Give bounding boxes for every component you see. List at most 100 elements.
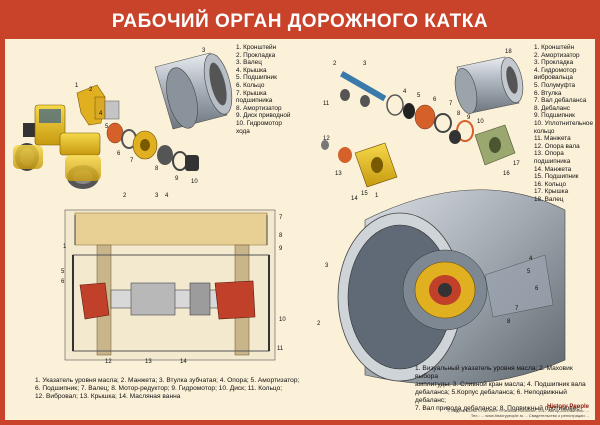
legend-right-item: 9. Подшипник [534, 112, 575, 120]
legend-left-item: 4. Крышка [236, 66, 267, 74]
legend-right-item: кольцо [534, 127, 555, 135]
svg-text:4: 4 [529, 256, 533, 262]
poster: РАБОЧИЙ ОРГАН ДОРОЖНОГО КАТКА [5, 5, 595, 420]
svg-text:6: 6 [535, 286, 539, 292]
caption-left-line: 12. Вибровал; 13. Крышка; 14. Масляная в… [35, 393, 181, 400]
legend-right-item: 5. Полумуфта [534, 81, 576, 89]
legend-left-item: 3. Валец [236, 59, 262, 67]
legend-right-item: 17. Крышка [534, 188, 569, 196]
legend-right-item: 11. Манжета [534, 135, 571, 143]
svg-text:15: 15 [361, 191, 368, 197]
svg-text:8: 8 [155, 166, 159, 172]
legend-left: 1. Кронштейн 2. Прокладка 3. Валец 4. Кр… [236, 44, 290, 135]
legend-right-item: 2. Амортизатор [534, 51, 580, 59]
svg-text:3: 3 [325, 263, 329, 269]
svg-text:2: 2 [317, 321, 321, 327]
svg-text:12: 12 [105, 359, 112, 365]
legend-left-item: 8. Амортизатор [236, 104, 282, 112]
svg-text:16: 16 [503, 171, 510, 177]
caption-left-line: 6. Подшипник; 7. Валец; 8. Мотор-редукто… [35, 385, 283, 392]
svg-text:11: 11 [323, 101, 330, 107]
legend-right-item: 6. Втулка [534, 89, 562, 97]
legend-right-item: 3. Прокладка [534, 59, 574, 67]
legend-right-item: вибровальца [534, 74, 573, 82]
svg-text:5: 5 [61, 269, 65, 275]
svg-text:9: 9 [279, 246, 283, 252]
legend-left-item: хода [236, 127, 250, 135]
callout-labels: 3 1 2 4 5 6 7 8 9 10 18 2 3 4 5 6 7 8 9 … [61, 48, 539, 365]
svg-text:8: 8 [507, 319, 511, 325]
svg-text:12: 12 [323, 136, 330, 142]
cross-section-diagram [64, 209, 276, 361]
legend-right-item: 13. Опора [534, 150, 564, 158]
title-bar: РАБОЧИЙ ОРГАН ДОРОЖНОГО КАТКА [5, 5, 595, 39]
legend-left-item: 9. Диск приводной [236, 112, 291, 120]
svg-text:3: 3 [155, 193, 159, 199]
publisher-brand: History People [546, 403, 589, 410]
svg-text:7: 7 [449, 101, 453, 107]
svg-text:5: 5 [105, 124, 109, 130]
svg-text:6: 6 [61, 279, 65, 285]
legend-left-item: 7. Крышка [236, 89, 267, 97]
caption-right-line: 1. Визуальный указатель уровня масла; 2.… [415, 365, 573, 380]
legend-right-item: 8. Дебаланс [534, 104, 570, 112]
svg-text:7: 7 [130, 158, 134, 164]
svg-text:8: 8 [279, 233, 283, 239]
svg-text:7: 7 [515, 306, 519, 312]
legend-right-item: подшипника [534, 157, 571, 165]
svg-text:1: 1 [63, 244, 67, 250]
svg-text:2: 2 [123, 193, 127, 199]
svg-text:18: 18 [505, 49, 512, 55]
svg-text:5: 5 [527, 269, 531, 275]
caption-left-line: 1. Указатель уровня масла; 2. Манжета; 3… [35, 377, 300, 384]
svg-text:10: 10 [191, 179, 198, 185]
svg-text:13: 13 [145, 359, 152, 365]
svg-text:3: 3 [202, 48, 206, 54]
svg-text:1: 1 [75, 83, 79, 89]
svg-text:14: 14 [351, 196, 358, 202]
svg-text:11: 11 [277, 346, 284, 352]
legend-right-item: 12. Опора вала [534, 142, 580, 150]
legend-right: 1. Кронштейн 2. Амортизатор 3. Прокладка… [534, 44, 593, 203]
caption-right: 1. Визуальный указатель уровня масла; 2.… [415, 365, 595, 413]
legend-left-item: 10. Гидромотор [236, 119, 282, 127]
svg-text:8: 8 [457, 111, 461, 117]
legend-right-item: 4. Гидромотор [534, 66, 577, 74]
credit-line: © Издательство «Учитель» «Учебные пособи… [447, 408, 589, 413]
diagram-canvas: 3 1 2 4 5 6 7 8 9 10 18 2 3 4 5 6 7 8 9 … [13, 48, 566, 385]
svg-text:4: 4 [403, 89, 407, 95]
svg-text:14: 14 [180, 359, 187, 365]
svg-text:10: 10 [279, 317, 286, 323]
legend-left-item: 5. Подшипник [236, 74, 277, 82]
legend-right-item: 1. Кронштейн [534, 44, 575, 51]
credit-line: Тел.: ... www.historypeople.ru ... Свиде… [470, 412, 589, 418]
publisher-credit: History People © Издательство «Учитель» … [447, 403, 589, 419]
legend-right-item: 18. Валец [534, 195, 564, 203]
svg-text:9: 9 [175, 176, 179, 182]
legend-right-item: 10. Уплотнительное [534, 119, 594, 127]
svg-text:4: 4 [99, 111, 103, 117]
legend-left-item: 2. Прокладка [236, 51, 276, 59]
caption-right-line: дебаланса; 5.Корпус дебаланса; 6. Неподв… [415, 389, 567, 404]
svg-text:7: 7 [279, 215, 283, 221]
caption-left: 1. Указатель уровня масла; 2. Манжета; 3… [35, 377, 299, 401]
caption-right-line: амплитуды; 3. Сливной кран масла; 4. Под… [415, 381, 586, 388]
caption-right-line: 7. Вал привода дебаланса; 8. Подвижный п… [415, 405, 580, 412]
svg-text:17: 17 [513, 161, 520, 167]
page-title: РАБОЧИЙ ОРГАН ДОРОЖНОГО КАТКА [111, 11, 489, 32]
svg-text:1: 1 [375, 193, 379, 199]
svg-text:3: 3 [363, 61, 367, 67]
svg-text:4: 4 [165, 193, 169, 199]
drum-cutaway-3d [337, 189, 566, 385]
svg-text:13: 13 [335, 171, 342, 177]
svg-text:6: 6 [433, 97, 437, 103]
legend-right-item: 15. Подшипник [534, 173, 579, 181]
legend-right-item: 14. Манжета [534, 165, 572, 173]
svg-text:2: 2 [89, 87, 93, 93]
svg-text:9: 9 [467, 115, 471, 121]
legend-left-item: 6. Кольцо [236, 81, 265, 89]
legend-left-item: 1. Кронштейн [236, 44, 277, 51]
exploded-parts-right [321, 56, 524, 188]
svg-text:6: 6 [117, 151, 121, 157]
road-roller-illustration [13, 104, 101, 189]
